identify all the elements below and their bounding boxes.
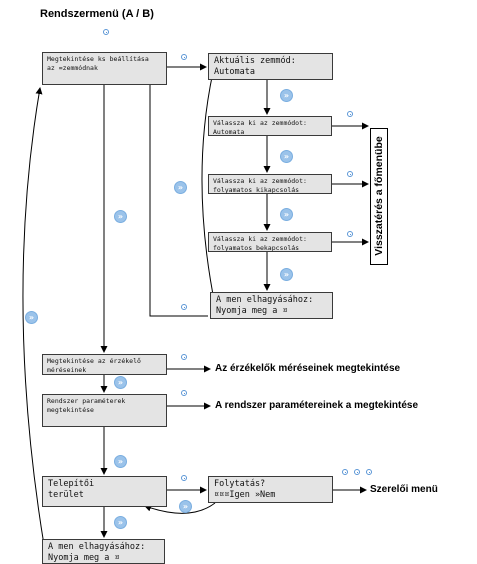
lcd-line: folyamatos kikapcsolás (213, 186, 300, 194)
button-icon (103, 29, 109, 35)
nav-arrow-icon: » (174, 181, 187, 194)
button-icon (181, 54, 187, 60)
nav-arrow-icon: » (280, 150, 293, 163)
nav-arrow-icon: » (179, 500, 192, 513)
nav-arrow-icon: » (114, 210, 127, 223)
lcd-system-parameters: Rendszer paraméterek megtekintése (42, 394, 167, 427)
lcd-line: A men elhagyásához: (48, 542, 146, 552)
lcd-line: Válassza ki az zemmódot: (213, 119, 307, 127)
lcd-view-mode-settings: Megtekintése ks beállítása az =zemmódnak (42, 52, 167, 85)
return-main-menu-label: Visszatérés a főmenübe (373, 136, 385, 256)
button-icon (366, 469, 372, 475)
button-icon (342, 469, 348, 475)
lcd-continue-prompt: Folytatás? ¤¤¤Igen »Nem (208, 476, 333, 503)
button-icon (181, 304, 187, 310)
lcd-line: Folytatás? (214, 479, 266, 489)
nav-arrow-icon: » (114, 455, 127, 468)
nav-arrow-icon: » (114, 376, 127, 389)
lcd-line: Aktuális zemmód: (214, 56, 296, 66)
lcd-line: Nyomja meg a ¤ (48, 553, 120, 563)
lcd-view-sensors: Megtekintése az érzékelő méréseinek (42, 354, 167, 375)
parameters-view-label: A rendszer paramétereinek a megtekintése (215, 400, 419, 411)
button-icon (347, 231, 353, 237)
lcd-line: méréseinek (47, 366, 87, 374)
diagram-title: Rendszermenü (A / B) (40, 8, 154, 20)
lcd-line: Nyomja meg a ¤ (216, 306, 288, 316)
lcd-line: Automata (214, 67, 255, 77)
nav-arrow-icon: » (280, 208, 293, 221)
button-icon (347, 171, 353, 177)
lcd-installer-area: Telepítői terület (42, 476, 167, 507)
lcd-line: terület (48, 490, 84, 500)
lcd-line: ¤¤¤Igen »Nem (214, 490, 276, 500)
lcd-select-continuous-off: Válassza ki az zemmódot: folyamatos kika… (208, 174, 332, 194)
button-icon (181, 354, 187, 360)
sensor-view-label: Az érzékelők méréseinek megtekintése (215, 363, 401, 374)
button-icon (181, 390, 187, 396)
lcd-line: Megtekintése ks beállítása (47, 55, 149, 63)
lcd-exit-main-menu: A men elhagyásához: Nyomja meg a ¤ (42, 539, 165, 564)
lcd-select-continuous-on: Válassza ki az zemmódot: folyamatos beka… (208, 232, 332, 252)
lcd-line: A men elhagyásához: (216, 295, 314, 305)
button-icon (354, 469, 360, 475)
nav-arrow-icon: » (114, 516, 127, 529)
lcd-line: Telepítői (48, 479, 95, 489)
lcd-line: Válassza ki az zemmódot: (213, 177, 307, 185)
lcd-line: Válassza ki az zemmódot: (213, 235, 307, 243)
nav-arrow-icon: » (280, 89, 293, 102)
button-icon (181, 475, 187, 481)
lcd-select-automatic: Válassza ki az zemmódot: Automata (208, 116, 332, 136)
lcd-line: Megtekintése az érzékelő (47, 357, 141, 365)
lcd-line: Rendszer paraméterek (47, 397, 126, 405)
installer-menu-label: Szerelői menü (370, 484, 438, 495)
lcd-current-mode: Aktuális zemmód: Automata (208, 53, 333, 80)
lcd-line: Automata (213, 128, 245, 136)
return-main-menu-box (370, 128, 388, 265)
lcd-exit-mode-menu: A men elhagyásához: Nyomja meg a ¤ (210, 292, 333, 319)
lcd-line: folyamatos bekapcsolás (213, 244, 300, 252)
button-icon (347, 111, 353, 117)
lcd-line: megtekintése (47, 406, 94, 414)
nav-arrow-icon: » (25, 311, 38, 324)
nav-arrow-icon: » (280, 268, 293, 281)
lcd-line: az =zemmódnak (47, 64, 98, 72)
